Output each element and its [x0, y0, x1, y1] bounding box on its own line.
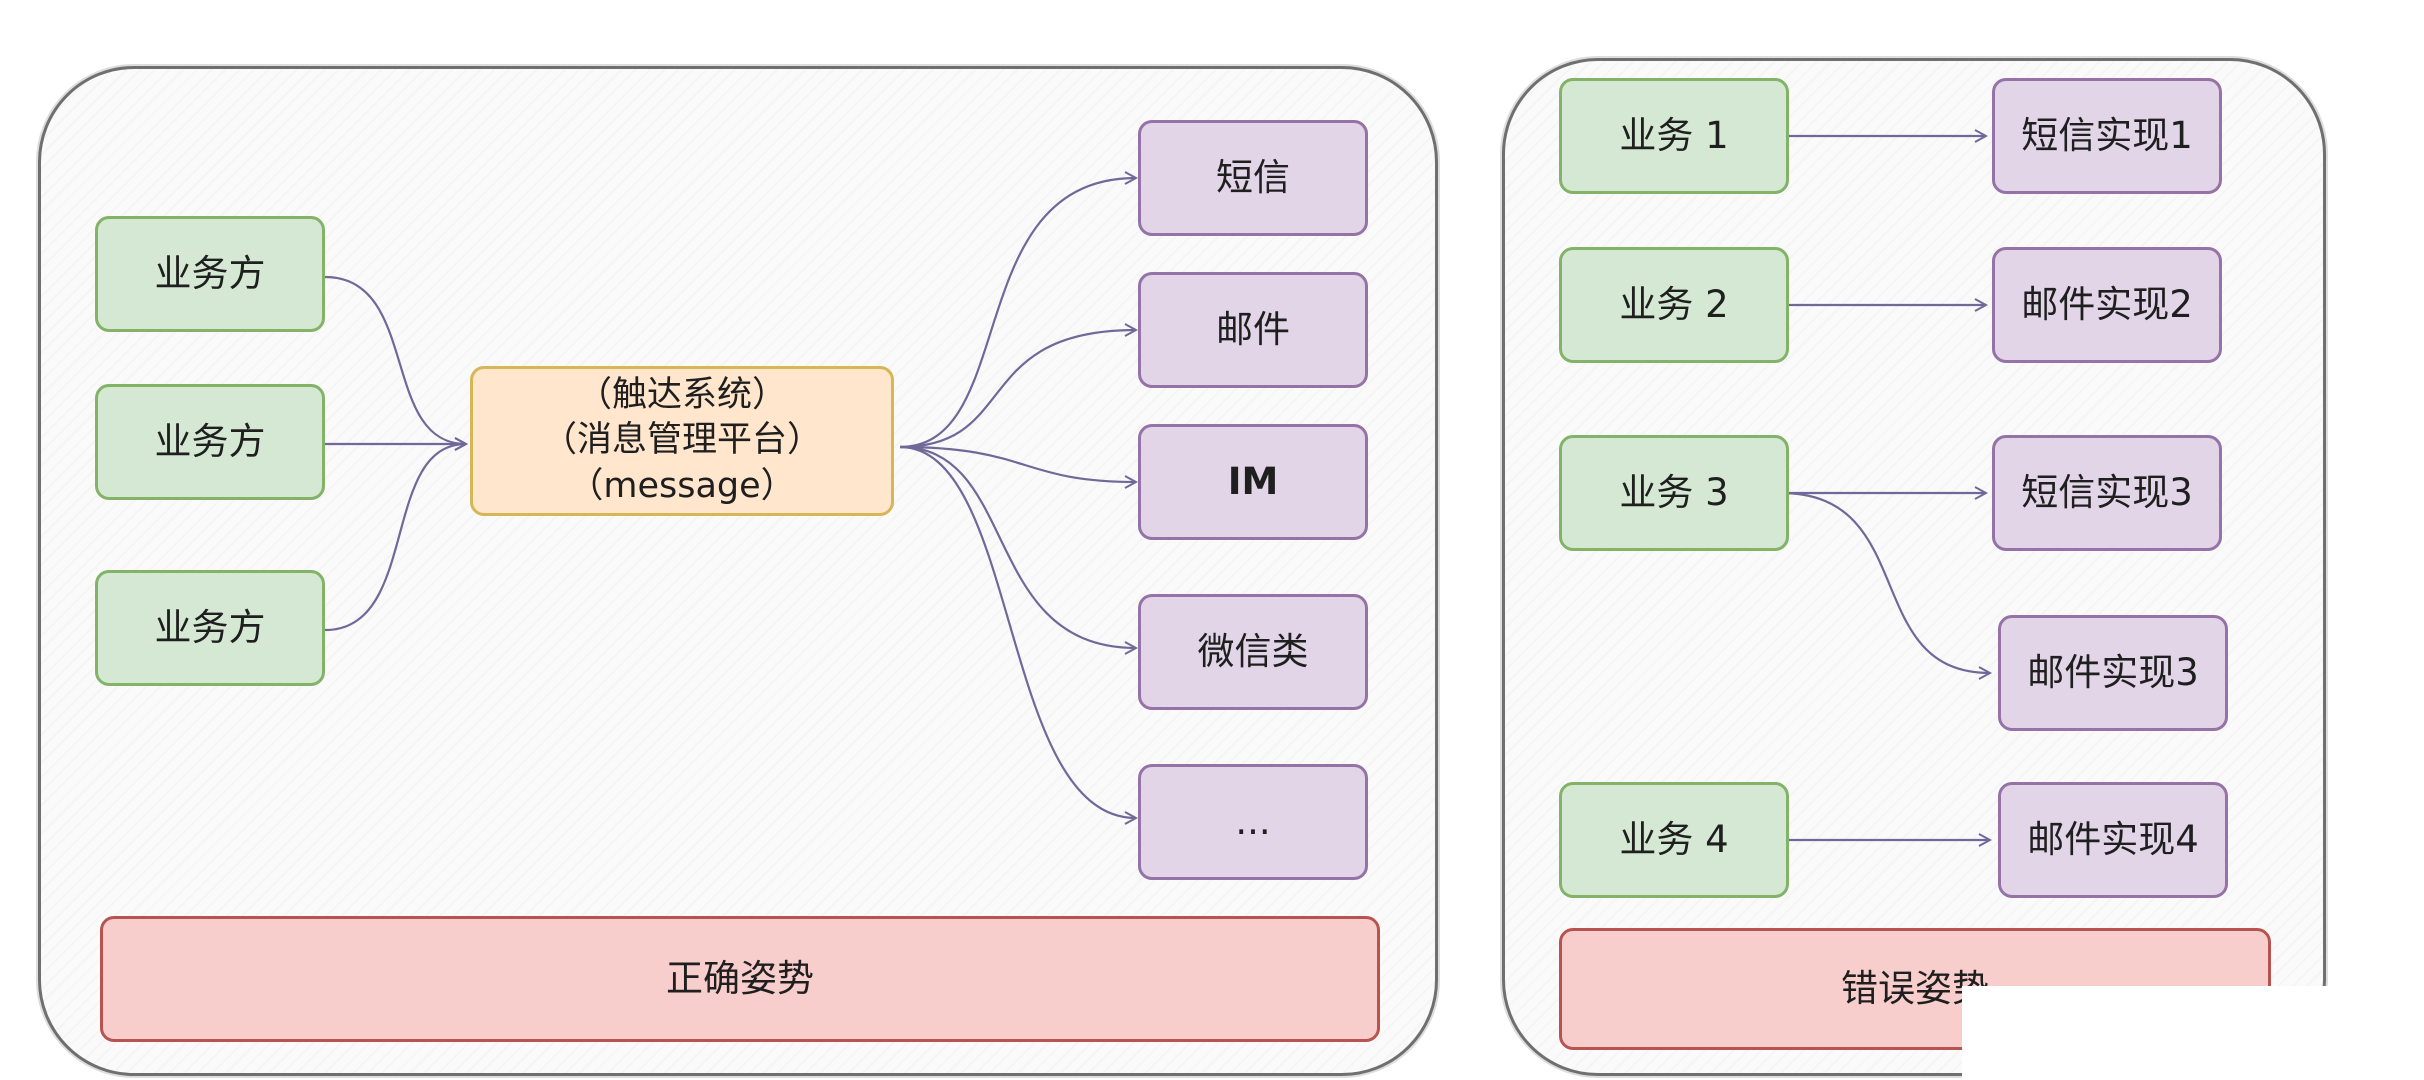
channel-node-wechat: 微信类 — [1138, 594, 1368, 710]
channel-label: IM — [1227, 459, 1279, 503]
channel-node-email: 邮件 — [1138, 272, 1368, 388]
channel-label: 微信类 — [1197, 629, 1309, 673]
channel-node-more: ... — [1138, 764, 1368, 880]
implementation-label: 邮件实现2 — [2021, 282, 2193, 326]
correct-approach-caption: 正确姿势 — [100, 916, 1380, 1042]
hub-label-line-1: （触达系统） — [576, 374, 787, 415]
channel-label: 短信 — [1216, 155, 1290, 199]
hub-label-line-3: （message） — [568, 465, 796, 506]
channel-node-sms: 短信 — [1138, 120, 1368, 236]
connector-hub-to-more — [899, 445, 1136, 818]
connector-hub-to-email — [899, 330, 1136, 449]
business-source-label: 业务方 — [154, 419, 266, 463]
implementation-node: 邮件实现2 — [1992, 247, 2222, 363]
business-node: 业务 3 — [1559, 435, 1789, 551]
wrong-approach-panel — [1502, 58, 2326, 1076]
connector-hub-to-im — [899, 445, 1136, 482]
business-label: 业务 1 — [1619, 113, 1729, 157]
business-node: 业务 4 — [1559, 782, 1789, 898]
business-label: 业务 2 — [1619, 282, 1729, 326]
implementation-node: 邮件实现4 — [1998, 782, 2228, 898]
implementation-node: 短信实现3 — [1992, 435, 2222, 551]
connector-hub-to-wechat — [899, 445, 1136, 648]
business-source-label: 业务方 — [154, 251, 266, 295]
channel-node-im: IM — [1138, 424, 1368, 540]
business-label: 业务 3 — [1619, 470, 1729, 514]
implementation-node: 短信实现1 — [1992, 78, 2222, 194]
business-source-node: 业务方 — [95, 216, 325, 332]
connector-business-3-to-impl-b — [1780, 491, 1990, 673]
channel-label: 邮件 — [1216, 307, 1290, 351]
connector-hub-to-sms — [899, 178, 1136, 449]
implementation-label: 短信实现3 — [2021, 470, 2193, 514]
implementation-node: 邮件实现3 — [1998, 615, 2228, 731]
business-source-node: 业务方 — [95, 384, 325, 500]
business-label: 业务 4 — [1619, 817, 1729, 861]
hub-label-line-2: （消息管理平台） — [541, 420, 822, 461]
implementation-label: 短信实现1 — [2021, 113, 2193, 157]
connector-source-3-to-hub — [324, 444, 466, 632]
business-node: 业务 1 — [1559, 78, 1789, 194]
business-node: 业务 2 — [1559, 247, 1789, 363]
message-platform-hub: （触达系统） （消息管理平台） （message） — [470, 366, 894, 516]
business-source-label: 业务方 — [154, 605, 266, 649]
business-source-node: 业务方 — [95, 570, 325, 686]
channel-label: ... — [1235, 799, 1271, 843]
implementation-label: 邮件实现4 — [2027, 817, 2199, 861]
caption-label: 正确姿势 — [666, 956, 814, 1000]
connector-source-1-to-hub — [324, 275, 466, 444]
corner-overlay — [1962, 986, 2424, 1080]
implementation-label: 邮件实现3 — [2027, 650, 2199, 694]
